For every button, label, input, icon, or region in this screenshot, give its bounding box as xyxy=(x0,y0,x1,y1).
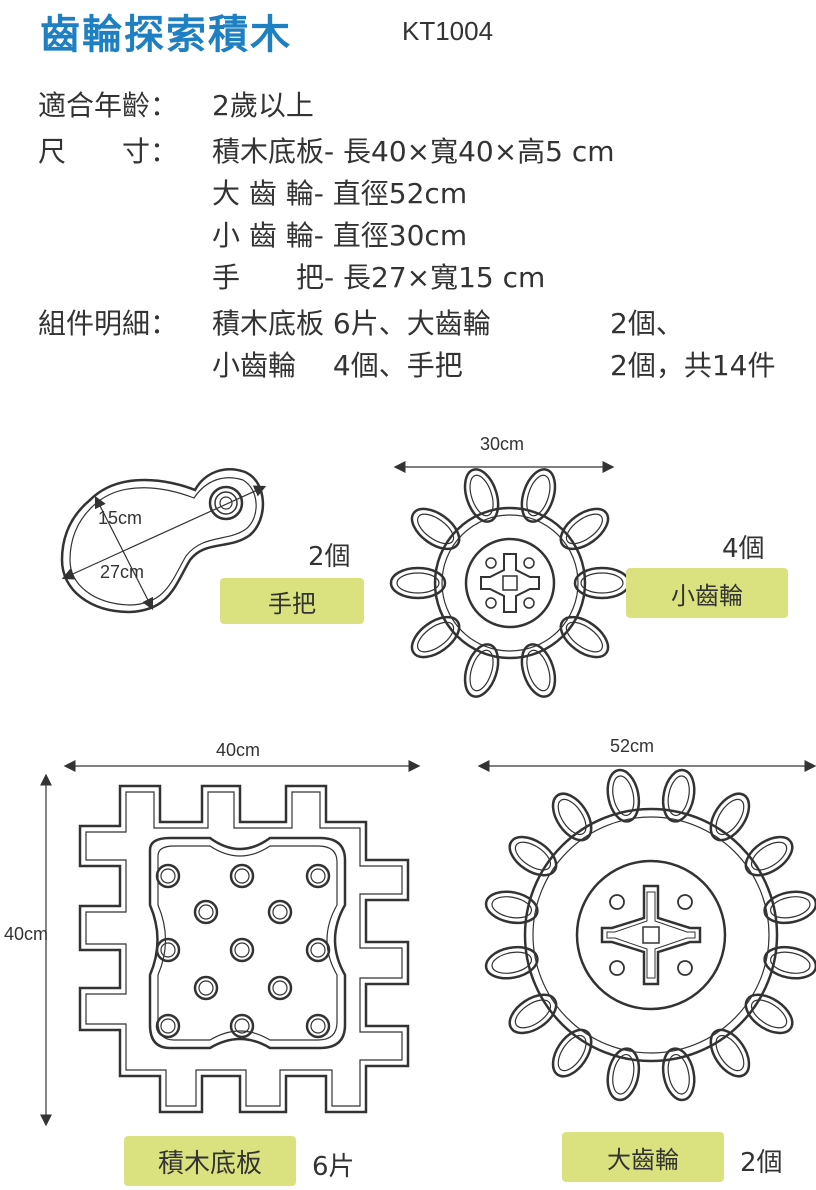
handle-length-label: 27cm xyxy=(100,562,145,582)
base-hole xyxy=(234,1018,250,1034)
size-label: 尺 寸： xyxy=(38,135,179,168)
gear-tooth xyxy=(667,1053,690,1095)
size-base: 積木底板- 長40×寬40×高5 cm xyxy=(212,135,615,168)
base-hole xyxy=(234,942,250,958)
gear-tooth xyxy=(565,621,604,653)
base-hole xyxy=(198,904,214,920)
parts-row1-b: 2個、 xyxy=(610,307,684,340)
gear-tooth xyxy=(565,513,604,545)
size-big-gear: 大 齒 輪- 直徑52cm xyxy=(212,177,468,210)
parts-row2-a: 小齒輪 4個、手把 xyxy=(212,349,463,382)
gear-tooth xyxy=(769,896,811,919)
age-label: 適合年齡： xyxy=(38,89,179,122)
base-hole xyxy=(193,899,219,925)
big-gear-qty: 2個 xyxy=(740,1148,783,1178)
base-hole xyxy=(160,942,176,958)
small-gear-teeth xyxy=(389,468,631,698)
base-hole xyxy=(305,937,331,963)
gear-tooth xyxy=(469,649,494,692)
gear-tooth xyxy=(526,649,551,692)
base-hole xyxy=(229,937,255,963)
small-gear-dim-label: 30cm xyxy=(480,434,525,454)
gear-tooth xyxy=(526,474,551,517)
base-hole xyxy=(310,942,326,958)
gear-tooth xyxy=(514,841,552,871)
base-hole xyxy=(234,868,250,884)
base-qty: 6片 xyxy=(312,1152,355,1182)
big-gear-badge: 大齒輪 xyxy=(562,1132,724,1182)
handle-badge: 手把 xyxy=(220,578,364,624)
gear-tooth xyxy=(491,896,533,919)
gear-tooth xyxy=(514,999,552,1029)
big-gear-teeth xyxy=(484,768,816,1102)
gear-tooth xyxy=(715,798,745,836)
gear-tooth xyxy=(715,1034,745,1072)
gear-tooth xyxy=(750,841,788,871)
base-hole xyxy=(272,904,288,920)
base-hole xyxy=(155,863,181,889)
small-gear-qty: 4個 xyxy=(722,534,765,564)
base-hole xyxy=(193,975,219,1001)
base-plate-holes xyxy=(155,863,331,1039)
size-small-gear: 小 齒 輪- 直徑30cm xyxy=(212,219,468,252)
base-hole xyxy=(155,937,181,963)
base-hole xyxy=(310,868,326,884)
base-hole xyxy=(310,1018,326,1034)
base-hole xyxy=(160,868,176,884)
handle-qty: 2個 xyxy=(308,542,351,572)
parts-row1-a: 積木底板 6片、大齒輪 xyxy=(212,307,491,340)
parts-label: 組件明細： xyxy=(38,307,179,340)
gear-tooth xyxy=(416,621,455,653)
base-hole xyxy=(272,980,288,996)
base-badge: 積木底板 xyxy=(124,1136,296,1186)
page-title: 齒輪探索積木 xyxy=(40,12,292,58)
parts-row2-b: 2個，共14件 xyxy=(610,349,776,382)
base-hole xyxy=(305,863,331,889)
gear-tooth xyxy=(396,572,440,594)
gear-tooth xyxy=(750,999,788,1029)
base-hole xyxy=(229,1013,255,1039)
gear-tooth xyxy=(612,1053,635,1095)
gear-tooth xyxy=(557,798,587,836)
big-gear-dim-label: 52cm xyxy=(610,736,655,756)
gear-tooth xyxy=(667,775,690,817)
gear-tooth xyxy=(769,951,811,974)
base-hole xyxy=(305,1013,331,1039)
base-width-label: 40cm xyxy=(216,740,261,760)
base-hole xyxy=(267,899,293,925)
product-code: KT1004 xyxy=(402,16,494,46)
base-hole xyxy=(229,863,255,889)
small-gear-badge: 小齒輪 xyxy=(626,568,788,618)
size-handle: 手 把- 長27×寬15 cm xyxy=(212,261,546,294)
gear-tooth xyxy=(612,775,635,817)
age-value: 2歲以上 xyxy=(212,89,314,122)
gear-tooth xyxy=(557,1034,587,1072)
handle-width-label: 15cm xyxy=(98,508,143,528)
gear-tooth xyxy=(491,951,533,974)
base-hole xyxy=(198,980,214,996)
base-height-label: 40cm xyxy=(3,924,48,944)
gear-tooth xyxy=(469,474,494,517)
base-hole xyxy=(267,975,293,1001)
gear-tooth xyxy=(416,513,455,545)
base-hole xyxy=(155,1013,181,1039)
base-hole xyxy=(160,1018,176,1034)
gear-tooth xyxy=(580,572,624,594)
